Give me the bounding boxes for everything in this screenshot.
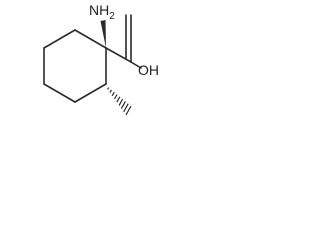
ring-bond-c4-c5 (43, 83, 76, 103)
ring-bond-c1-c2 (74, 29, 107, 49)
ring-bond-c2-c3 (43, 29, 76, 49)
methyl-hashed-bond (107, 87, 132, 116)
cyclohexane-ring (43, 29, 107, 103)
amine-wedge-bond (100, 20, 106, 48)
amine-label: NH2 (89, 2, 115, 22)
ring-bond-c5-c6 (74, 83, 107, 103)
hydroxyl-label: OH (138, 62, 159, 78)
hydroxyl-bond (130, 61, 142, 69)
carboxyl-bond (105, 47, 132, 63)
carboxyl-group (105, 14, 142, 69)
amine-symbol: NH (89, 2, 109, 18)
amine-subscript: 2 (109, 11, 115, 22)
chemical-structure: NH2 OH (43, 2, 159, 116)
